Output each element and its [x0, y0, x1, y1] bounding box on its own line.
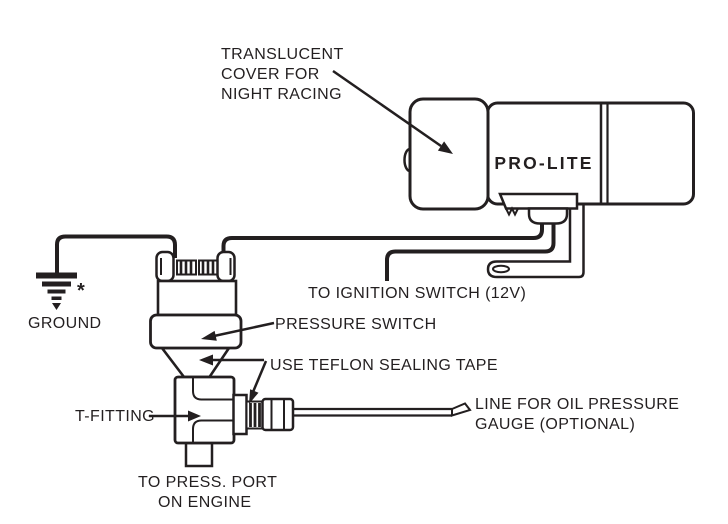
translucent-leader-line	[332, 69, 442, 148]
translucent-arrowhead	[437, 141, 453, 154]
t-fitting-block	[173, 375, 236, 445]
terminal-screw-left	[155, 250, 175, 283]
gauge-line-label-line2: GAUGE (OPTIONAL)	[475, 416, 635, 433]
wires	[55, 222, 556, 281]
t-fitting-inner-upper	[192, 378, 233, 401]
teflon-leader-line-2	[251, 360, 268, 393]
ground-bar-1	[36, 272, 77, 279]
ground-tip	[52, 303, 61, 310]
lamp-socket	[527, 207, 569, 225]
pressure-switch-leader-line	[213, 321, 275, 338]
press-port-label-line2: ON ENGINE	[158, 494, 251, 511]
t-fitting-inner-lower	[192, 419, 233, 442]
terminal-screw-right	[216, 250, 236, 283]
socket-plate-clips	[505, 206, 519, 217]
ground-wire	[55, 234, 177, 273]
compression-nut	[261, 397, 295, 432]
socket-plate	[498, 192, 579, 210]
t-fitting-label: T-FITTING	[75, 408, 155, 425]
ground-bar-2	[42, 281, 71, 287]
callout-arrows	[149, 69, 453, 422]
bracket-slot-hole	[492, 264, 510, 274]
t-fitting-arrowhead	[188, 410, 201, 422]
ground-bar-4	[51, 296, 62, 300]
switch-taper	[159, 346, 232, 379]
pressure-switch-label: PRESSURE SWITCH	[275, 316, 437, 333]
product-name-label: PRO-LITE	[494, 153, 593, 173]
switch-to-light-wire	[221, 222, 544, 257]
ground-symbol	[36, 272, 77, 310]
ground-asterisk: *	[77, 280, 85, 302]
pressure-switch	[149, 250, 243, 379]
teflon-arrowhead-2	[249, 389, 259, 404]
switch-lower-band	[149, 313, 243, 350]
ground-bar-3	[47, 289, 66, 294]
gauge-line-label-line1: LINE FOR OIL PRESSURE	[475, 396, 679, 413]
ignition-wire	[385, 223, 556, 281]
gauge-tube-tip	[451, 402, 472, 417]
t-fitting	[173, 375, 472, 468]
translucent-cover-label-line1: TRANSLUCENT	[221, 46, 344, 63]
ignition-switch-label: TO IGNITION SWITCH (12V)	[308, 285, 526, 302]
ground-label: GROUND	[28, 315, 102, 332]
pro-lite-light: PRO-LITE	[403, 97, 695, 279]
translucent-cover-label-line3: NIGHT RACING	[221, 86, 342, 103]
teflon-arrowhead-1	[199, 354, 213, 366]
pressure-switch-arrowhead	[201, 330, 217, 341]
side-port-boss	[232, 393, 248, 436]
press-port-label-line1: TO PRESS. PORT	[138, 474, 277, 491]
oil-gauge-line	[293, 402, 472, 417]
translucent-cover	[408, 97, 490, 211]
teflon-tape-label: USE TEFLON SEALING TAPE	[270, 357, 498, 374]
engine-port-stub	[184, 441, 214, 468]
text-labels: TRANSLUCENT COVER FOR NIGHT RACING TO IG…	[28, 46, 679, 511]
translucent-cover-label-line2: COVER FOR	[221, 66, 320, 83]
switch-upper-body	[156, 279, 238, 317]
